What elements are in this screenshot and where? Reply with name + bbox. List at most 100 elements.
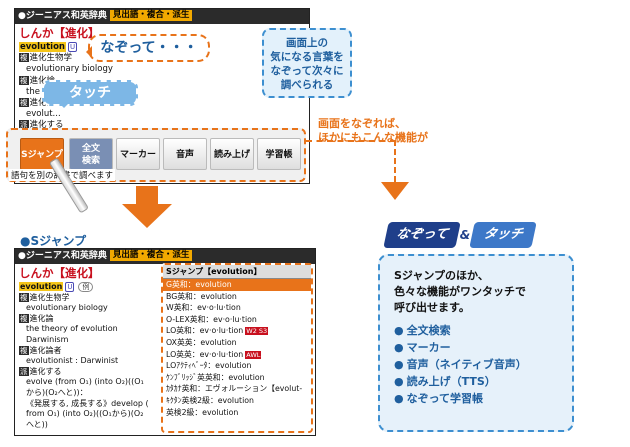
- func-button[interactable]: 音声: [163, 138, 207, 170]
- nazotte-touch-logo: なぞって & タッチ: [383, 220, 538, 250]
- entry-text[interactable]: 進化論者: [29, 345, 62, 355]
- entry-text[interactable]: from O₁) (into O₂)((O₁から)(O₂: [26, 409, 144, 419]
- entry-type-badge: 複: [19, 313, 29, 323]
- entry-line[interactable]: 派進化する: [15, 366, 315, 378]
- func-button[interactable]: マーカー: [116, 138, 160, 170]
- connector-line: [394, 140, 396, 182]
- entry-line[interactable]: the theory of evolution: [15, 324, 315, 335]
- entry-type-badge: 複: [19, 292, 29, 302]
- info-note: 画面上の 気になる言葉を なぞって次々に 調べられる: [262, 28, 352, 98]
- entry-type-badge: 複: [19, 53, 29, 63]
- feature-item: 全文検索: [394, 322, 558, 339]
- entry-type-badge: 複: [19, 75, 29, 85]
- sjump-label: ●Sジャンプ: [20, 234, 87, 248]
- entry-line[interactable]: evolut...: [15, 109, 309, 120]
- entry-line[interactable]: from O₁) (into O₂)((O₁から)(O₂: [15, 409, 315, 420]
- entry-text[interactable]: から)(O₂へと))：: [26, 387, 88, 397]
- dictionary-result-item[interactable]: G英和：evolution: [163, 279, 311, 291]
- result-text: LO英和：ev·o·lu·tion: [166, 326, 244, 336]
- entry-text[interactable]: evolutionary biology: [26, 64, 113, 75]
- result-text: ｷｸﾀﾝ英検2級：evolution: [166, 395, 254, 405]
- down-arrow-icon: [381, 182, 409, 200]
- dictionary-result-item[interactable]: 英検2級：evolution: [163, 407, 311, 419]
- panel-lead: Sジャンプのほか、 色々な機能がワンタッチで 呼び出せます。: [394, 269, 526, 314]
- entry-line[interactable]: 複進化論: [15, 75, 309, 87]
- u-badge: U: [65, 282, 75, 292]
- entry-text[interactable]: the theory of evolution: [26, 324, 118, 334]
- result-text: LO英英：ev·o·lu·tion: [166, 349, 244, 359]
- entry-line[interactable]: evolutionary biology: [15, 64, 309, 75]
- feature-caption: 画面をなぞれば、 ほかにもこんな機能が: [318, 117, 428, 144]
- result-text: ｶﾀｶﾅ英和：エヴォルーション【evolut-: [166, 384, 303, 394]
- dictionary-result-item[interactable]: W英和：ev·o·lu·tion: [163, 302, 311, 314]
- feature-item: 音声（ネイティブ音声）: [394, 356, 558, 373]
- func-button[interactable]: 全文 検索: [69, 138, 113, 170]
- entry-text[interactable]: evolutionary biology: [26, 303, 108, 313]
- result-text: O-LEX英和：ev·o·lu·tion: [166, 314, 257, 324]
- result-text: ｹﾝﾌﾞﾘｯｼﾞ英英和：evolution: [166, 372, 265, 382]
- entry-text[interactable]: 《発展する, 成長する》develop (: [26, 398, 149, 408]
- feature-item: マーカー: [394, 339, 558, 356]
- dictionary-result-item[interactable]: OX英英：evolution: [163, 337, 311, 349]
- entry-text[interactable]: evolut...: [26, 109, 61, 120]
- dictionary-result-item[interactable]: ｹﾝﾌﾞﾘｯｼﾞ英英和：evolution: [163, 372, 311, 384]
- entry-text[interactable]: 進化生物学: [29, 292, 70, 302]
- example-button[interactable]: 例: [78, 282, 94, 292]
- dictionary-result-item[interactable]: O-LEX英和：ev·o·lu·tion: [163, 314, 311, 326]
- entry-line[interactable]: 《発展する, 成長する》develop (: [15, 399, 315, 410]
- touch-callout: タッチ: [42, 80, 138, 108]
- headword: しんか【進化】: [19, 266, 100, 280]
- entry-text[interactable]: 進化する: [29, 120, 64, 131]
- entry-line[interactable]: evolutionist : Darwinist: [15, 356, 315, 367]
- dictionary-result-item[interactable]: ｷｸﾀﾝ英検2級：evolution: [163, 395, 311, 407]
- entry-line[interactable]: 複進化生物学: [15, 53, 309, 64]
- entry-type-badge: 複: [19, 345, 29, 355]
- entry-text[interactable]: 進化生物学: [29, 53, 73, 64]
- entry-line[interactable]: evolutionary biology: [15, 303, 315, 314]
- func-button[interactable]: 読み上げ: [210, 138, 254, 170]
- title-bar: ●ジーニアス和英辞典見出語・複合・派生: [15, 249, 315, 264]
- entry-text[interactable]: 進化する: [29, 366, 62, 376]
- entry-line[interactable]: evolve (from O₁) (into O₂)((O₁: [15, 377, 315, 388]
- entry-text[interactable]: evolve (from O₁) (into O₂)((O₁: [26, 377, 144, 387]
- result-text: G英和：evolution: [166, 280, 232, 289]
- entry-line[interactable]: 派進化する: [15, 120, 309, 131]
- mode-tag: 見出語・複合・派生: [109, 250, 193, 261]
- app-title: ●ジーニアス和英辞典: [18, 251, 107, 261]
- title-bar: ●ジーニアス和英辞典見出語・複合・派生: [15, 9, 309, 24]
- entry-text[interactable]: へと)): [26, 419, 48, 429]
- highlighted-word[interactable]: evolution: [19, 42, 66, 52]
- func-button[interactable]: 学習帳: [257, 138, 301, 170]
- result-text: 英検2級：evolution: [166, 407, 239, 417]
- entry-text[interactable]: 進化論: [29, 313, 54, 323]
- feature-item: なぞって学習帳: [394, 390, 558, 407]
- feature-panel: Sジャンプのほか、 色々な機能がワンタッチで 呼び出せます。 全文検索マーカー音…: [378, 254, 574, 432]
- level-tag: AWL: [245, 350, 262, 359]
- entry-line[interactable]: から)(O₂へと))：: [15, 388, 315, 399]
- entry-line[interactable]: へと)): [15, 420, 315, 431]
- down-arrow-icon: [122, 186, 172, 230]
- entry-line[interactable]: 複進化論者: [15, 345, 315, 357]
- entry-line[interactable]: 複進化生物学: [15, 292, 315, 304]
- entry-line[interactable]: 複進化論: [15, 313, 315, 325]
- result-text: LOｱｸﾃｨﾍﾞｰﾀ：evolution: [166, 361, 252, 371]
- headword: しんか【進化】: [19, 26, 100, 40]
- logo-amp: &: [459, 228, 471, 242]
- entry-text[interactable]: 進化論: [29, 75, 56, 86]
- entry-text[interactable]: Darwinism: [26, 334, 69, 344]
- dictionary-result-item[interactable]: BG英和：evolution: [163, 291, 311, 303]
- entry-text[interactable]: evolutionist : Darwinist: [26, 356, 119, 366]
- trace-callout: なぞって・・・: [86, 34, 210, 62]
- entry-line[interactable]: Darwinism: [15, 335, 315, 346]
- dictionary-result-item[interactable]: LOｱｸﾃｨﾍﾞｰﾀ：evolution: [163, 360, 311, 372]
- highlighted-word[interactable]: evolution: [19, 282, 64, 291]
- app-title: ●ジーニアス和英辞典: [18, 11, 107, 21]
- dictionary-result-item[interactable]: ｶﾀｶﾅ英和：エヴォルーション【evolut-: [163, 383, 311, 395]
- level-tag: W2 S3: [245, 327, 269, 336]
